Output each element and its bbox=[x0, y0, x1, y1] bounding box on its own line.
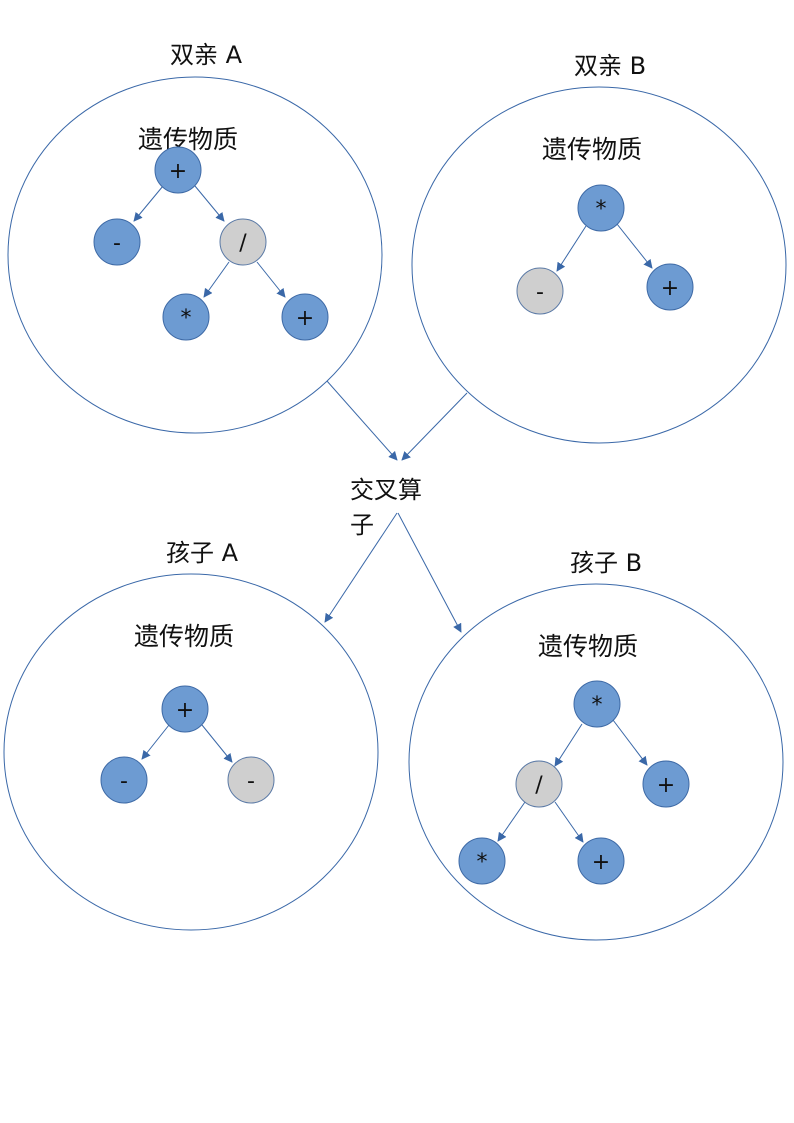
node-circle bbox=[642, 760, 690, 808]
parent-a-circle bbox=[7, 76, 383, 434]
node-operator: + bbox=[661, 276, 679, 301]
child-a-circle bbox=[3, 573, 379, 931]
tree-node: + bbox=[577, 837, 625, 885]
child-a-genetic-label: 遗传物质 bbox=[134, 622, 234, 651]
tree-node: - bbox=[516, 267, 564, 315]
tree-node: - bbox=[100, 756, 148, 804]
child-a-title: 孩子 A bbox=[166, 539, 239, 567]
node-operator: / bbox=[535, 773, 543, 798]
node-operator: - bbox=[113, 231, 121, 256]
parent-b-genetic-label: 遗传物质 bbox=[542, 135, 642, 164]
tree-node: - bbox=[93, 218, 141, 266]
tree-node: * bbox=[577, 184, 625, 232]
parent-b-group: 双亲 B 遗传物质 * - + bbox=[411, 52, 787, 444]
node-operator: - bbox=[120, 769, 128, 794]
parent-b-title: 双亲 B bbox=[574, 52, 646, 80]
node-circle bbox=[281, 293, 329, 341]
tree-edge bbox=[133, 185, 164, 222]
node-circle bbox=[93, 218, 141, 266]
tree-node: + bbox=[642, 760, 690, 808]
arrow-parent-b-to-crossover bbox=[401, 392, 468, 461]
crossover-label-line1: 交叉算 bbox=[350, 476, 422, 504]
node-operator: + bbox=[657, 773, 675, 798]
tree-node: + bbox=[161, 685, 209, 733]
tree-edge bbox=[256, 261, 286, 298]
node-circle bbox=[161, 685, 209, 733]
node-operator: * bbox=[592, 693, 603, 718]
tree-node: * bbox=[162, 293, 210, 341]
tree-edge bbox=[616, 223, 653, 269]
tree-edge bbox=[554, 801, 584, 843]
node-operator: + bbox=[296, 306, 314, 331]
node-circle bbox=[100, 756, 148, 804]
child-b-group: 孩子 B 遗传物质 * / + * + bbox=[408, 549, 784, 941]
node-circle bbox=[458, 837, 506, 885]
node-circle bbox=[577, 184, 625, 232]
tree-node: * bbox=[573, 680, 621, 728]
node-operator: * bbox=[181, 306, 192, 331]
tree-node: + bbox=[646, 263, 694, 311]
tree-node: + bbox=[154, 146, 202, 194]
node-operator: + bbox=[592, 850, 610, 875]
tree-edge bbox=[554, 723, 583, 767]
node-circle bbox=[154, 146, 202, 194]
node-operator: * bbox=[596, 197, 607, 222]
tree-edge bbox=[497, 801, 526, 842]
tree-node: - bbox=[227, 756, 275, 804]
child-b-title: 孩子 B bbox=[570, 549, 642, 577]
node-operator: - bbox=[247, 769, 255, 794]
tree-edge bbox=[612, 719, 648, 766]
tree-edge bbox=[556, 225, 587, 272]
tree-edge bbox=[194, 185, 225, 222]
arrow-crossover-to-child-b bbox=[397, 512, 462, 633]
node-circle bbox=[162, 293, 210, 341]
child-b-circle bbox=[408, 583, 784, 941]
node-operator: + bbox=[169, 159, 187, 184]
child-b-genetic-label: 遗传物质 bbox=[538, 632, 638, 661]
tree-edge bbox=[141, 724, 170, 760]
crossover-label-line2: 子 bbox=[350, 511, 374, 539]
node-circle bbox=[219, 218, 267, 266]
node-circle bbox=[646, 263, 694, 311]
arrow-crossover-to-child-a bbox=[324, 512, 398, 623]
node-circle bbox=[573, 680, 621, 728]
node-circle bbox=[577, 837, 625, 885]
tree-edge bbox=[203, 261, 230, 298]
node-circle bbox=[227, 756, 275, 804]
tree-edge bbox=[201, 724, 233, 763]
arrow-parent-a-to-crossover bbox=[326, 380, 398, 461]
node-circle bbox=[516, 267, 564, 315]
tree-node: * bbox=[458, 837, 506, 885]
crossover-group: 交叉算 子 bbox=[324, 380, 468, 633]
tree-node: / bbox=[219, 218, 267, 266]
node-operator: / bbox=[239, 231, 247, 256]
parent-a-group: 双亲 A 遗传物质 + - / * + bbox=[7, 41, 383, 434]
parent-a-title: 双亲 A bbox=[170, 41, 243, 69]
child-a-group: 孩子 A 遗传物质 + - - bbox=[3, 539, 379, 931]
node-circle bbox=[515, 760, 563, 808]
tree-node: + bbox=[281, 293, 329, 341]
tree-node: / bbox=[515, 760, 563, 808]
node-operator: + bbox=[176, 698, 194, 723]
node-operator: * bbox=[477, 850, 488, 875]
parent-b-circle bbox=[411, 86, 787, 444]
node-operator: - bbox=[536, 280, 544, 305]
